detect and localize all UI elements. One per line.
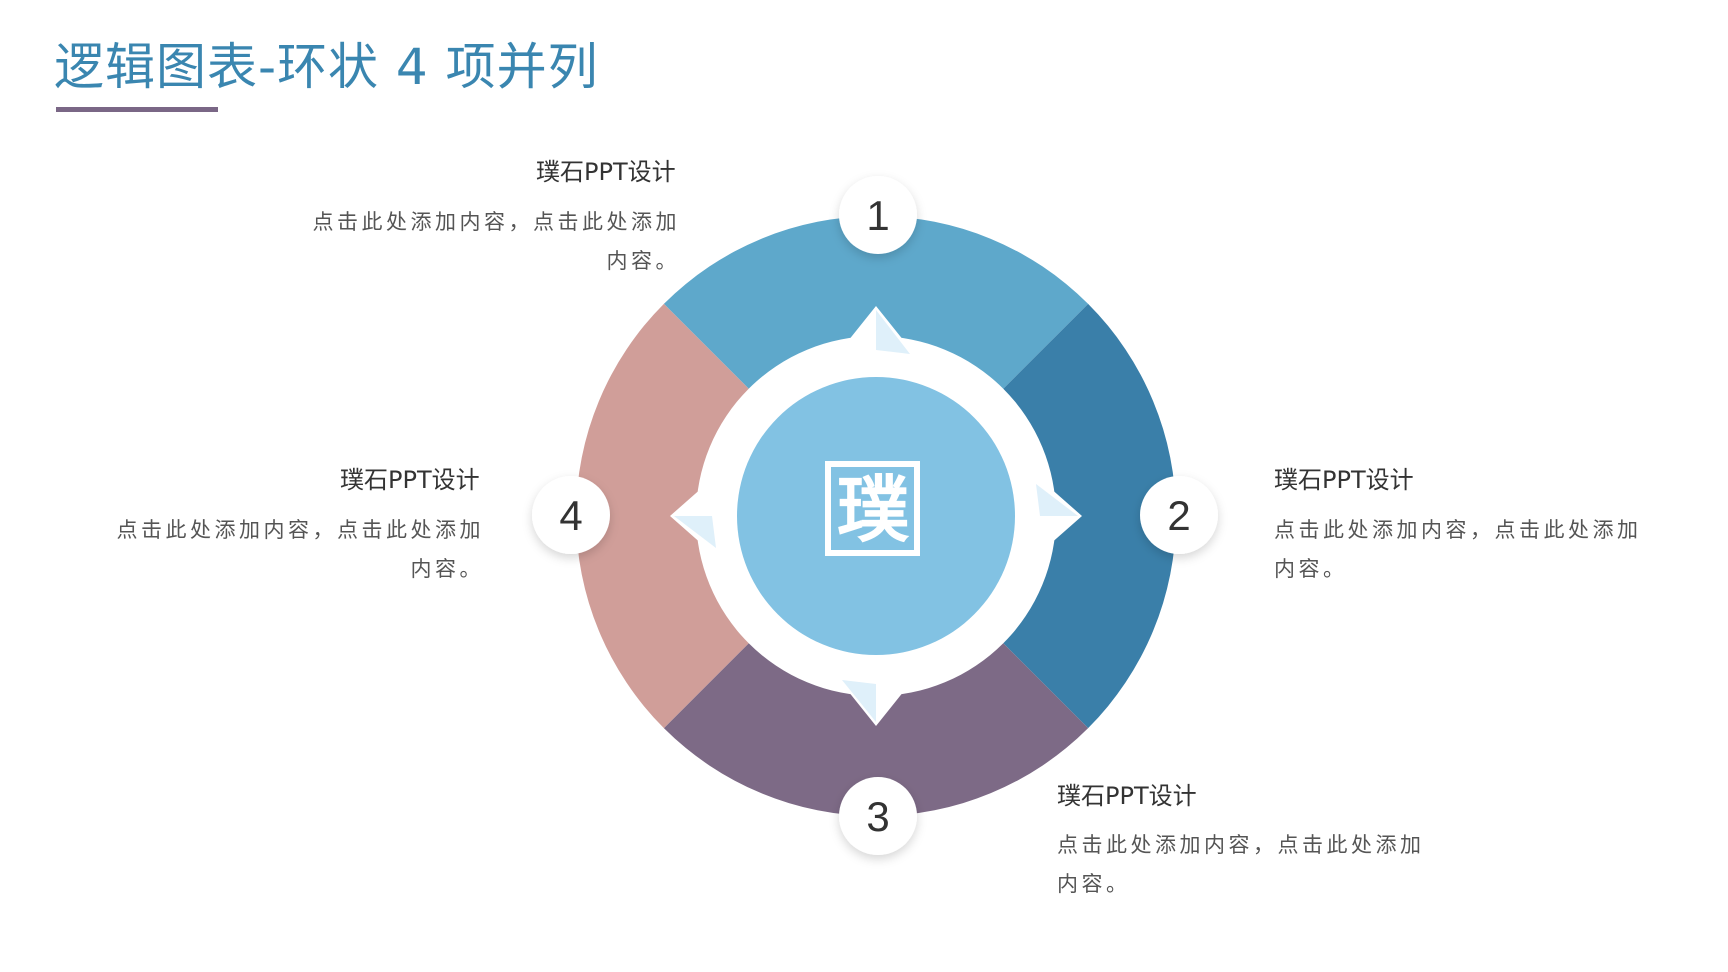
compass-facet-bottom [842,680,876,722]
badge-3: 3 [839,777,917,855]
center-circle [737,377,1015,655]
slide-title: 逻辑图表-环状 4 项并列 [54,38,599,96]
badge-4: 4 [532,476,610,554]
ring-segment-4 [576,303,749,729]
ring-segment-3 [663,643,1089,816]
badge-1: 1 [839,176,917,254]
ring-segment-2 [1003,303,1176,729]
item-2-body: 点击此处添加内容，点击此处添加内容。 [1274,518,1642,581]
ring-segment-1 [663,216,1089,389]
logo-glyph: 璞 [837,468,910,552]
badge-1-number: 1 [866,192,889,239]
item-1-heading: 璞石PPT设计 [536,158,676,186]
badge-2-number: 2 [1167,492,1190,539]
item-3-body: 点击此处添加内容，点击此处添加内容。 [1057,833,1425,896]
compass-facet-left [674,516,716,548]
compass-facet-right [1036,484,1078,516]
item-3-heading: 璞石PPT设计 [1057,782,1197,810]
compass-facet-top [876,310,910,354]
item-4-heading: 璞石PPT设计 [340,466,480,494]
badge-2: 2 [1140,476,1218,554]
item-4-body: 点击此处添加内容，点击此处添加内容。 [116,518,484,581]
logo-frame [825,461,920,556]
badge-4-number: 4 [559,492,582,539]
badge-3-number: 3 [866,793,889,840]
title-underline [56,107,218,112]
item-2-heading: 璞石PPT设计 [1274,466,1414,494]
item-1-body: 点击此处添加内容，点击此处添加内容。 [312,210,680,273]
